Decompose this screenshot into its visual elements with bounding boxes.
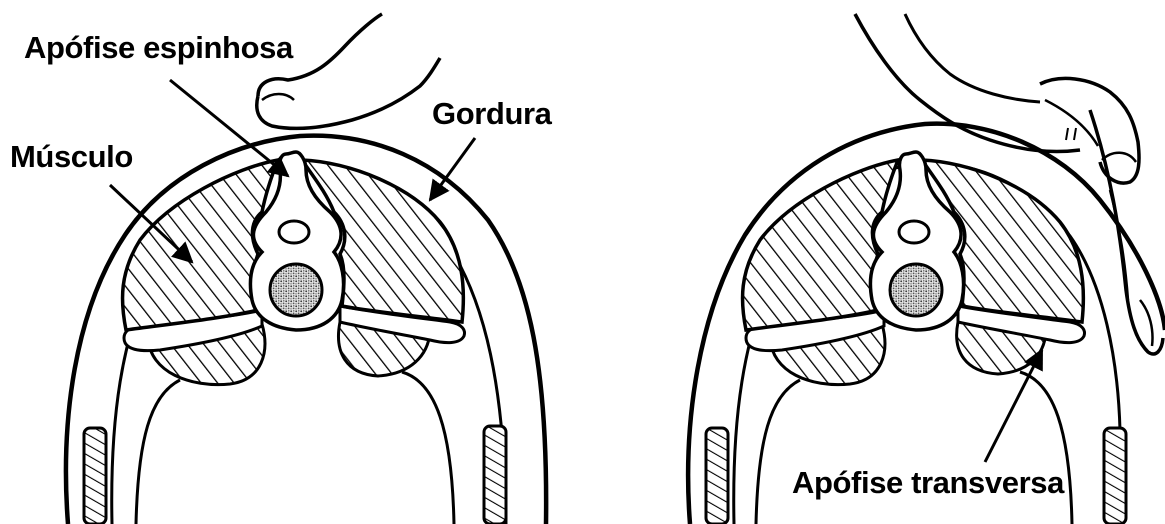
left-rib-left — [84, 428, 106, 524]
right-rib-left — [706, 428, 728, 524]
label-spinous-process: Apófise espinhosa — [24, 30, 294, 65]
right-cavity-right — [1020, 372, 1072, 524]
left-vertebral-body — [270, 264, 322, 316]
right-spinal-canal — [899, 221, 929, 243]
right-vertebral-body — [890, 264, 942, 316]
label-transverse-process: Apófise transversa — [792, 465, 1065, 500]
label-muscle: Músculo — [10, 139, 133, 174]
fat-arrow — [430, 138, 475, 200]
left-cross-section — [66, 14, 546, 524]
label-fat: Gordura — [432, 96, 553, 131]
left-spinal-canal — [279, 221, 309, 243]
left-cavity-right — [402, 372, 454, 524]
right-cavity-left — [756, 380, 800, 524]
right-cross-section — [688, 14, 1165, 524]
left-cavity-left — [136, 380, 180, 524]
left-rib-right — [484, 426, 506, 524]
right-rib-right — [1104, 428, 1126, 524]
